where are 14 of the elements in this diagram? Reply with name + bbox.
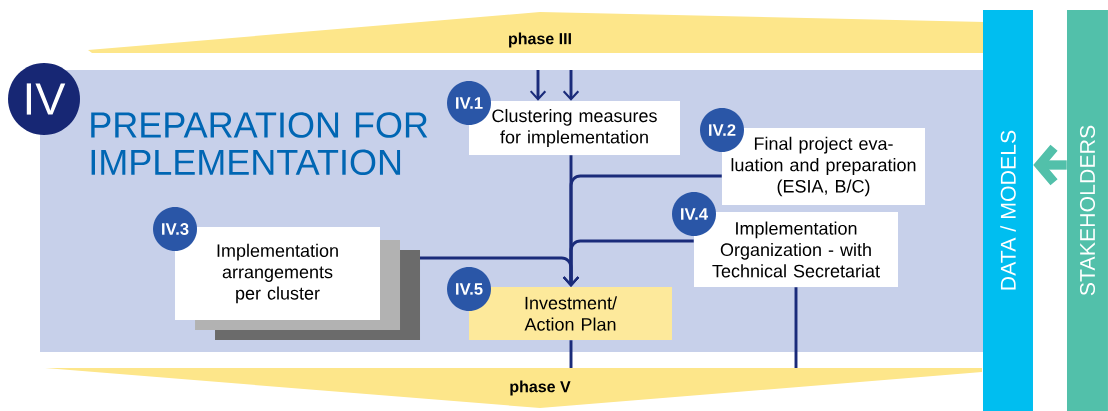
side-bar: DATA / MODELS	[983, 10, 1033, 411]
step-badge: IV.4	[672, 192, 716, 236]
phase-badge: IV	[8, 63, 80, 135]
panel-title: PREPARATION FOR IMPLEMENTATION	[91, 112, 428, 176]
arrow	[562, 70, 580, 101]
step-badge: IV.3	[153, 207, 197, 251]
arrow	[420, 256, 580, 287]
step-badge: IV.5	[447, 267, 491, 311]
arrow	[529, 70, 547, 101]
step-badge: IV.2	[700, 108, 744, 152]
step-badge: IV.1	[447, 81, 491, 125]
phase-banner: phase III	[88, 12, 985, 53]
side-bar: STAKEHOLDERS	[1067, 10, 1108, 411]
phase-banner: phase V	[45, 368, 982, 408]
